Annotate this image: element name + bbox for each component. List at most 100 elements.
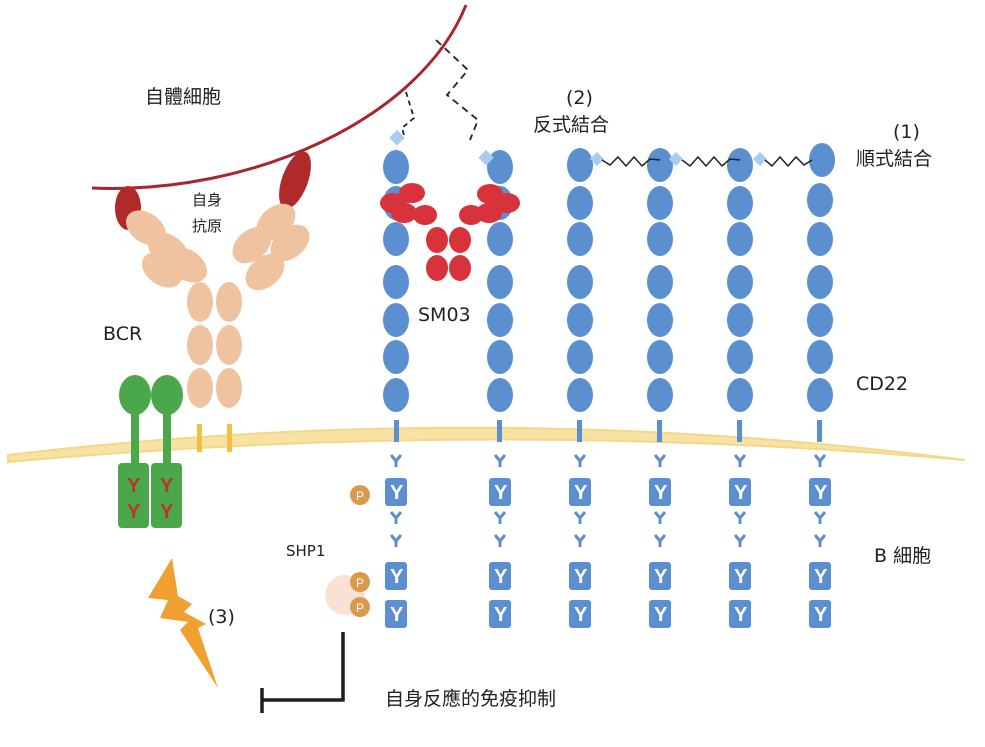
cd22-domain [487,303,513,337]
itim-box [649,600,671,628]
cd22-domain [727,340,753,374]
self-antigen-label-1: 自身 [192,191,222,209]
itim-linker [493,511,507,524]
itim-motif: Y [734,482,748,504]
cd22-domain [727,378,753,412]
cd22-receptor [727,148,768,442]
itim-box [569,478,591,506]
itim-linker [389,454,403,467]
bcr-right-arm-domain [232,226,272,264]
cd22-domain [567,378,593,412]
sm03-domain [426,255,448,281]
sialic-acid-ligand [589,151,605,167]
cd22-receptor [647,148,684,442]
itim-box [729,600,751,628]
cd22-domain [727,222,753,256]
sialic-acid-ligand [389,129,405,146]
cd22-domain [807,340,833,374]
sm03-domain [426,227,448,253]
bcr-stem-domain [187,368,213,408]
itim-motif: Y [734,566,748,588]
cis-binding-label: 順式結合 [856,148,932,170]
itim-motif: Y [494,604,508,626]
itim-linker [813,534,827,547]
ig-alpha-itam [118,463,149,528]
bcr-right-arm-domain [270,224,310,262]
cd22-domain [487,150,513,184]
cd22-domain [647,148,673,182]
itim-box [385,600,407,628]
sm03-domain [391,203,417,223]
cd22-domain [727,303,753,337]
dashed-link [400,91,416,136]
itim-box [489,600,511,628]
cd22-domain [383,150,409,184]
cd22-domain [383,340,409,374]
bcr-transmembrane [197,424,202,452]
cd22-domain [567,186,593,220]
itim-motif: Y [654,566,668,588]
self-antigen-label-2: 抗原 [192,217,222,235]
phosphate-label: P [356,576,364,590]
sm03-domain [399,183,425,203]
cd22-domain [567,148,593,182]
ig-alpha-stalk [131,413,139,468]
itim-linker [813,454,827,467]
itim-box [385,562,407,590]
itim-box [649,478,671,506]
cd22-stalk [394,420,399,442]
cd22-domain [727,148,753,182]
itim-linker [493,454,507,467]
phosphate-circle [350,572,370,592]
cd22-stalk [657,420,662,442]
bcr-left-arm-domain [167,247,207,283]
cd22-domain [383,303,409,337]
bcr-transmembrane [227,424,232,452]
sm03-domain [476,203,502,223]
cis-glycan-chain [601,155,813,168]
sialic-acid-ligand [668,151,684,167]
sm03-antibody [380,183,520,281]
phosphate-circle [350,597,370,617]
itim-linker [493,534,507,547]
cd22-stalk [817,420,822,442]
ig-beta-head [151,375,183,415]
itim-linker [573,511,587,524]
itim-box [809,478,831,506]
itim-linker [389,511,403,524]
inhibition-arrow-icon [262,632,345,702]
cd22-domain [567,303,593,337]
cd22-domain [567,265,593,299]
itim-box [729,478,751,506]
cd22-domain [383,222,409,256]
ig-beta-itam [151,463,182,528]
itim-linker [573,454,587,467]
bcr-label: BCR [103,323,142,345]
sm03-domain [494,193,520,213]
itim-motif: Y [494,566,508,588]
itim-box [729,562,751,590]
itim-linker [813,511,827,524]
cd22-domain [647,265,673,299]
itim-linker [653,534,667,547]
itim-motif: Y [814,482,828,504]
shp1-phosphatase: P P [325,572,370,617]
cd22-domain [727,186,753,220]
itim-box [489,562,511,590]
cd22-domain [727,265,753,299]
itim-linker [733,534,747,547]
itim-motif: Y [814,566,828,588]
sm03-domain [413,205,437,225]
step3-label: (3) [208,606,235,628]
itim-motif: Y [574,604,588,626]
cd22-domain [567,222,593,256]
ig-alpha-head [119,375,151,415]
cd22-domain [487,265,513,299]
itim-linker [653,511,667,524]
cd22-domain [647,222,673,256]
cd22-domain [647,186,673,220]
suppression-label: 自身反應的免疫抑制 [385,687,556,710]
sialic-acid-ligand [752,151,768,167]
itim-box [569,600,591,628]
